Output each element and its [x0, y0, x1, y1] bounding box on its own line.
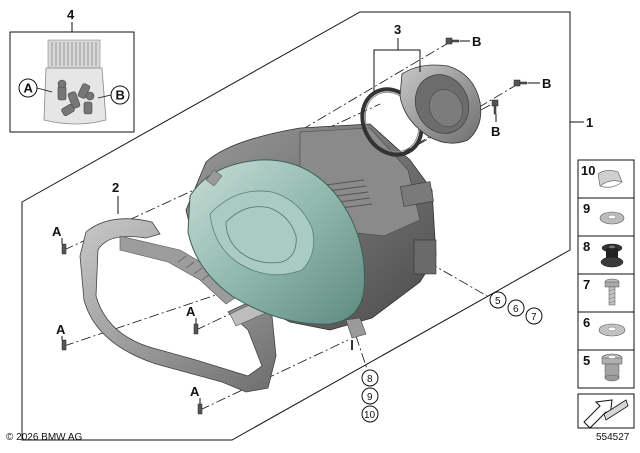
b-label-2: B — [542, 76, 551, 91]
callout-7: 7 — [531, 312, 537, 323]
screw-icon — [604, 278, 620, 306]
kit-b-label: B — [116, 88, 125, 103]
screw-b-icon — [445, 37, 528, 115]
legend-num-9: 9 — [583, 201, 590, 216]
a-label-2: A — [56, 322, 66, 337]
main-label: 1 — [586, 115, 593, 130]
a-label-1: A — [52, 224, 62, 239]
spacer-bushing-icon — [601, 353, 623, 382]
callout-5: 5 — [495, 296, 501, 307]
cover-leader — [373, 49, 421, 92]
headlight-housing — [185, 123, 437, 350]
bracket-label: 2 — [112, 180, 119, 195]
rear-cover — [399, 64, 482, 144]
parts-legend: 10 9 8 7 6 5 — [577, 159, 635, 429]
a-label-3: A — [186, 304, 196, 319]
legend-num-7: 7 — [583, 277, 590, 292]
screw-kit-bag-icon — [43, 39, 107, 125]
copyright-text: © 2026 BMW AG — [6, 432, 83, 443]
assembly-frame — [21, 11, 571, 441]
kit-a-label: A — [24, 81, 34, 96]
a-label-4: A — [190, 384, 200, 399]
legend-num-5: 5 — [583, 353, 590, 368]
rubber-grommet-icon — [600, 243, 624, 268]
cover-label: 3 — [394, 22, 401, 37]
legend-num-6: 6 — [583, 315, 590, 330]
legend-num-10: 10 — [581, 163, 595, 178]
washer-icon — [599, 211, 625, 225]
callout-8-9-10: 8 9 10 — [361, 369, 379, 423]
callout-5-6-7: 5 6 7 — [489, 291, 543, 325]
arrow-indicator-icon — [583, 399, 629, 429]
b-label-1: B — [472, 34, 481, 49]
b-label-3: B — [491, 124, 500, 139]
callout-8: 8 — [367, 374, 373, 385]
flat-washer-icon — [598, 323, 626, 337]
kit-label: 4 — [67, 7, 75, 22]
callout-10: 10 — [364, 410, 376, 421]
callout-9: 9 — [367, 392, 373, 403]
legend-num-8: 8 — [583, 239, 590, 254]
clip-icon — [597, 170, 623, 188]
diagram-id: 554527 — [596, 432, 630, 443]
callout-6: 6 — [513, 304, 519, 315]
